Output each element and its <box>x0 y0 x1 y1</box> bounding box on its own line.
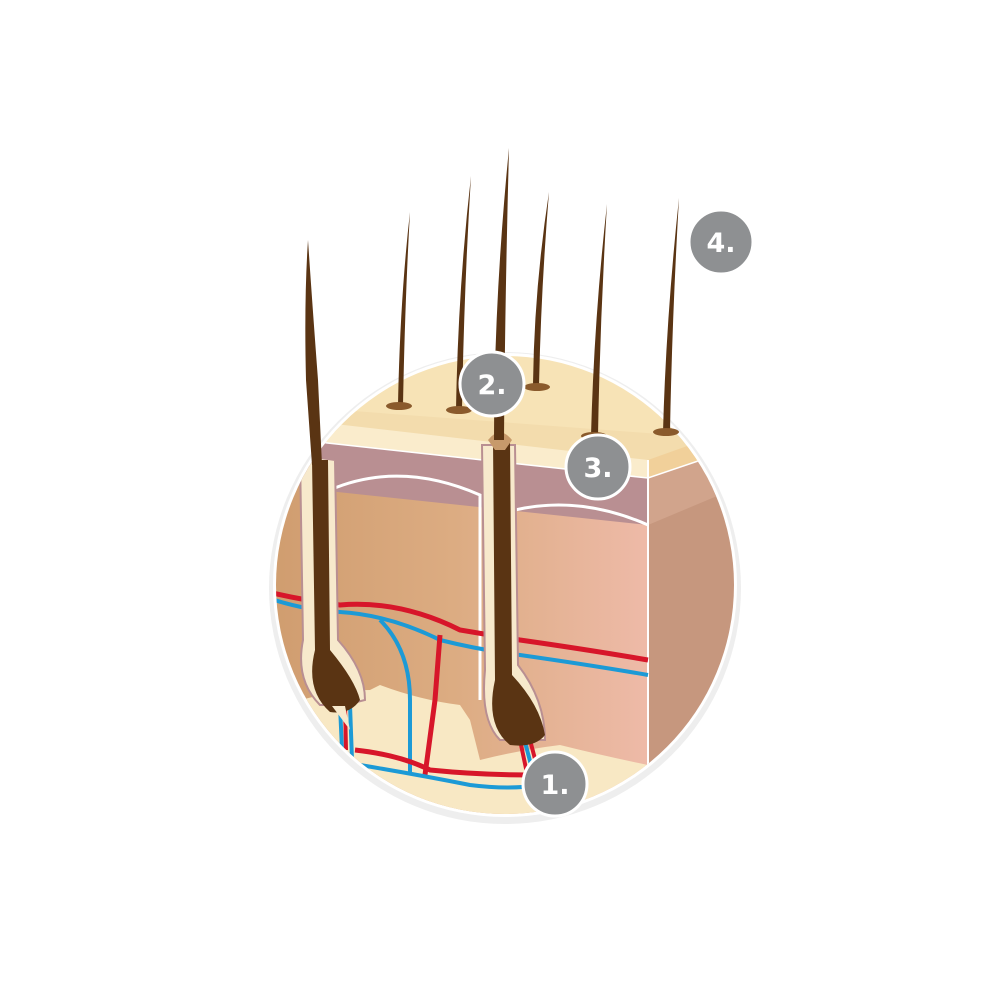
hair-root-center <box>492 440 545 746</box>
marker-4-label: 4. <box>706 228 735 259</box>
hair-pore <box>524 383 550 391</box>
dermis-side <box>648 455 734 814</box>
marker-1: 1. <box>521 750 589 818</box>
hair-shaft-6 <box>591 204 607 436</box>
hair-pore <box>386 402 412 410</box>
hair-root-left <box>312 460 360 713</box>
hair-shaft-1 <box>305 240 322 465</box>
hair-shaft-5 <box>533 192 549 386</box>
hair-shaft-2 <box>398 212 410 405</box>
hair-shaft-3 <box>456 176 471 410</box>
subcutis <box>276 685 734 814</box>
marker-3: 3. <box>564 433 632 501</box>
marker-4: 4. <box>687 208 755 276</box>
marker-3-label: 3. <box>583 453 612 484</box>
hair-pore <box>653 428 679 436</box>
hair-shaft-7 <box>663 198 679 432</box>
hair-pore <box>446 406 472 414</box>
marker-1-label: 1. <box>540 770 569 801</box>
marker-2-label: 2. <box>477 370 506 401</box>
marker-2: 2. <box>458 350 526 418</box>
